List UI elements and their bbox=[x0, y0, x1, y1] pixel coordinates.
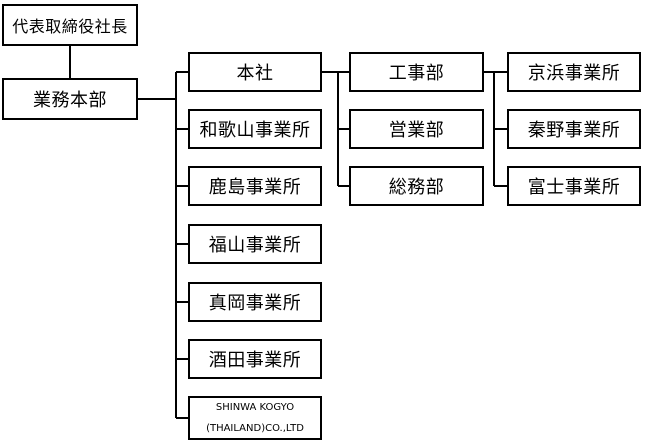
thailand-name-line1: SHINWA KOGYO bbox=[215, 402, 295, 413]
sakata-office-box: 酒田事業所 bbox=[188, 339, 322, 379]
ceo-box: 代表取締役社長 bbox=[2, 4, 138, 46]
sales-dept-box: 営業部 bbox=[349, 109, 484, 149]
kashima-office-box: 鹿島事業所 bbox=[188, 166, 322, 206]
thailand-subsidiary-box: SHINWA KOGYO (THAILAND)CO.,LTD bbox=[188, 396, 322, 440]
fuji-office-box: 富士事業所 bbox=[507, 166, 641, 206]
honsha-box: 本社 bbox=[188, 52, 322, 92]
wakayama-office-box: 和歌山事業所 bbox=[188, 109, 322, 149]
thailand-name-line2: (THAILAND)CO.,LTD bbox=[206, 423, 304, 434]
keihin-office-box: 京浜事業所 bbox=[507, 52, 641, 92]
construction-dept-box: 工事部 bbox=[349, 52, 484, 92]
moka-office-box: 真岡事業所 bbox=[188, 282, 322, 322]
fukuyama-office-box: 福山事業所 bbox=[188, 224, 322, 264]
hadano-office-box: 秦野事業所 bbox=[507, 109, 641, 149]
hq-box: 業務本部 bbox=[2, 78, 138, 120]
general-affairs-dept-box: 総務部 bbox=[349, 166, 484, 206]
